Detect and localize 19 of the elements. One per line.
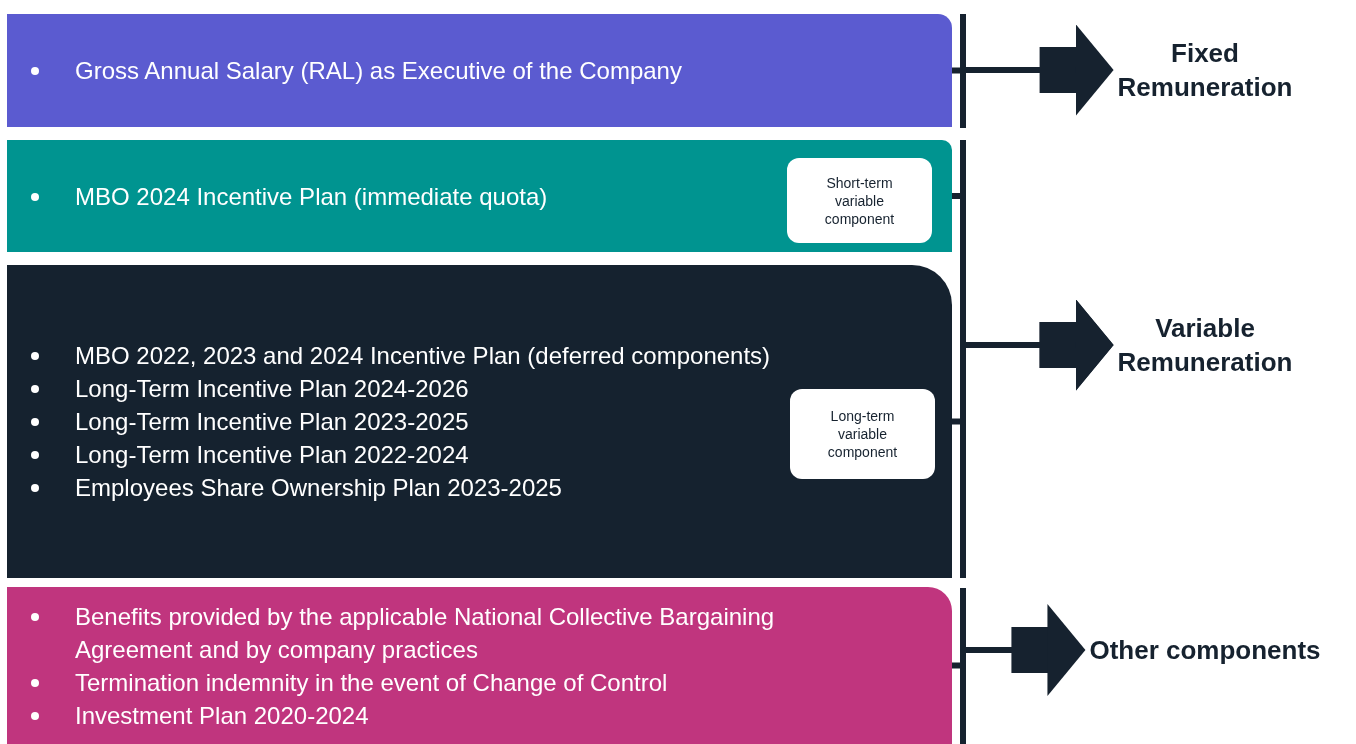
bullet-item: Employees Share Ownership Plan 2023-2025 — [75, 474, 562, 501]
category-label: Variable Remuneration — [1097, 311, 1313, 379]
list-band — [7, 140, 952, 252]
bullet-item: Long-Term Incentive Plan 2022-2024 — [75, 441, 469, 468]
category-label: Fixed Remuneration — [1097, 36, 1313, 104]
bullet-item: Long-Term Incentive Plan 2024-2026 — [75, 375, 469, 402]
tag-box: Long-term variable component — [790, 389, 935, 479]
bullet-item: Benefits provided by the applicable National Collective Bargaining Agreement and by company practices — [75, 602, 775, 663]
bullet-item: MBO 2024 Incentive Plan (immediate quota) — [75, 182, 548, 210]
list-band — [7, 265, 952, 578]
list-band — [7, 587, 952, 744]
list-band — [7, 14, 952, 127]
bullet-item: Termination indemnity in the event of Change of Control — [75, 668, 668, 696]
bullet-item: Investment Plan 2020-2024 — [75, 701, 369, 729]
bullet-item: Gross Annual Salary (RAL) as Executive of the Company — [75, 57, 682, 84]
bullet-item: Long-Term Incentive Plan 2023-2025 — [75, 408, 469, 435]
category-label: Other components — [1089, 633, 1321, 667]
bullet-item: MBO 2022, 2023 and 2024 Incentive Plan (deferred components) — [75, 342, 771, 369]
tag-box: Short-term variable component — [787, 158, 932, 243]
